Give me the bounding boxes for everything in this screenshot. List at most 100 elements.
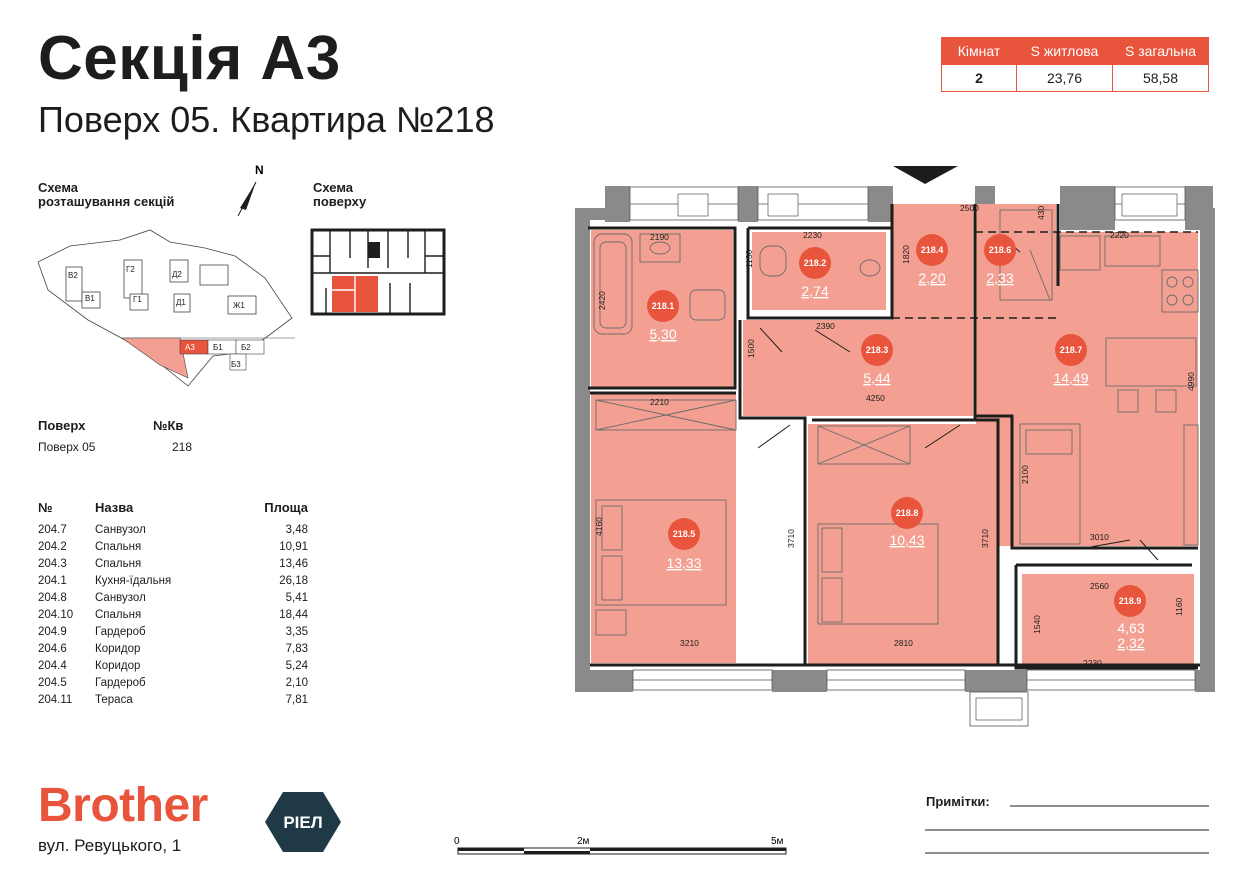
room-marker-218-7: 218.7 14,49 bbox=[1053, 334, 1089, 386]
floor-label: Поверх bbox=[38, 418, 86, 433]
svg-text:4160: 4160 bbox=[594, 517, 604, 536]
svg-text:1540: 1540 bbox=[1032, 615, 1042, 634]
svg-text:1130: 1130 bbox=[744, 249, 754, 268]
scheme-label: Б2 bbox=[241, 343, 251, 352]
apartment-number-label: №Кв bbox=[153, 418, 184, 433]
rooms-header-area: Площа bbox=[264, 500, 308, 515]
rooms-header-number: № bbox=[38, 500, 53, 515]
section-scheme-title: Схема розташування секцій bbox=[38, 181, 174, 209]
svg-text:2190: 2190 bbox=[650, 232, 669, 242]
room-marker-218-3: 218.3 5,44 bbox=[861, 334, 893, 386]
svg-text:4990: 4990 bbox=[1186, 372, 1196, 391]
scheme-label: В1 bbox=[85, 294, 95, 303]
floor-scheme-title-line2: поверху bbox=[313, 194, 367, 209]
svg-text:2,33: 2,33 bbox=[986, 270, 1013, 286]
apartment-floor-plan: 2190 2230 2500 430 2220 2420 1130 1820 2… bbox=[575, 166, 1215, 727]
room-marker-218-6: 218.6 2,33 bbox=[984, 234, 1016, 286]
summary-total-area-value: 58,58 bbox=[1112, 64, 1209, 92]
notes-label: Примітки: bbox=[926, 794, 990, 809]
scheme-label: Б3 bbox=[231, 360, 241, 369]
scale-label: 5м bbox=[771, 836, 784, 847]
riel-badge-logo: РІЕЛ bbox=[265, 792, 341, 852]
scheme-label: В2 bbox=[68, 271, 78, 280]
apartment-summary-table: Кімнат S житлова S загальна 2 23,76 58,5… bbox=[941, 37, 1209, 92]
north-arrow-icon: N bbox=[237, 163, 264, 217]
scheme-label: Г1 bbox=[133, 295, 142, 304]
scheme-label: Ж1 bbox=[233, 301, 245, 310]
svg-text:3010: 3010 bbox=[1090, 532, 1109, 542]
svg-text:218.7: 218.7 bbox=[1060, 345, 1083, 355]
svg-text:2100: 2100 bbox=[1020, 465, 1030, 484]
scale-label: 2м bbox=[577, 836, 590, 847]
section-scheme-title-line1: Схема bbox=[38, 180, 79, 195]
page-title: Секція А3 bbox=[38, 24, 341, 93]
section-scheme-map: N В2 Г2 Д2 В1 Г1 Д1 Ж1 А3 Б1 Б2 Б3 bbox=[37, 163, 295, 387]
svg-text:3210: 3210 bbox=[680, 638, 699, 648]
riel-badge-text: РІЕЛ bbox=[283, 813, 322, 832]
room-marker-218-1: 218.1 5,30 bbox=[647, 290, 679, 342]
svg-text:2500: 2500 bbox=[960, 203, 979, 213]
svg-text:3710: 3710 bbox=[786, 529, 796, 548]
svg-text:5,30: 5,30 bbox=[649, 326, 676, 342]
svg-text:218.6: 218.6 bbox=[989, 245, 1012, 255]
page-subtitle: Поверх 05. Квартира №218 bbox=[38, 99, 495, 140]
summary-header-living-area: S житлова bbox=[1016, 37, 1113, 65]
north-label: N bbox=[255, 163, 264, 177]
scale-bar: 0 2м 5м bbox=[454, 836, 787, 855]
room-marker-218-2: 218.2 2,74 bbox=[799, 247, 831, 299]
entrance-arrow-icon bbox=[893, 166, 958, 184]
svg-text:218.5: 218.5 bbox=[673, 529, 696, 539]
summary-header-rooms: Кімнат bbox=[941, 37, 1017, 65]
plan-room-fills bbox=[591, 204, 1198, 666]
apartment-number-value: 218 bbox=[172, 440, 193, 454]
svg-text:218.1: 218.1 bbox=[652, 301, 675, 311]
svg-text:2560: 2560 bbox=[1090, 581, 1109, 591]
scheme-label: Д1 bbox=[176, 298, 186, 307]
svg-text:2390: 2390 bbox=[816, 321, 835, 331]
svg-text:4,63: 4,63 bbox=[1117, 620, 1144, 636]
summary-living-area-value: 23,76 bbox=[1016, 64, 1113, 92]
brand-logo: Brother bbox=[38, 779, 208, 832]
svg-text:218.2: 218.2 bbox=[804, 258, 827, 268]
svg-text:2230: 2230 bbox=[1083, 658, 1102, 668]
section-scheme-title-line2: розташування секцій bbox=[38, 194, 175, 209]
notes-lines bbox=[925, 805, 1209, 854]
scheme-label: Г2 bbox=[126, 265, 135, 274]
scheme-label: Д2 bbox=[172, 270, 182, 279]
room-marker-218-4: 218.4 2,20 bbox=[916, 234, 948, 286]
svg-text:1500: 1500 bbox=[746, 339, 756, 358]
svg-text:2,74: 2,74 bbox=[801, 283, 828, 299]
room-marker-218-5: 218.5 13,33 bbox=[666, 518, 702, 571]
svg-text:10,43: 10,43 bbox=[889, 532, 924, 548]
svg-text:1820: 1820 bbox=[901, 245, 911, 264]
floor-value: Поверх 05 bbox=[38, 440, 96, 454]
plan-walls bbox=[575, 186, 1215, 692]
scheme-label-active: А3 bbox=[185, 343, 195, 352]
svg-text:2230: 2230 bbox=[803, 230, 822, 240]
svg-text:218.8: 218.8 bbox=[896, 508, 919, 518]
room-marker-218-8: 218.8 10,43 bbox=[889, 497, 925, 548]
summary-header-total-area: S загальна bbox=[1112, 37, 1209, 65]
floor-scheme-title-line1: Схема bbox=[313, 180, 354, 195]
svg-text:218.9: 218.9 bbox=[1119, 596, 1142, 606]
scale-label: 0 bbox=[454, 836, 460, 847]
floor-scheme-map bbox=[310, 228, 446, 316]
plan-furniture bbox=[593, 209, 1199, 636]
plan-dimensions: 2190 2230 2500 430 2220 2420 1130 1820 2… bbox=[594, 203, 1196, 668]
address: вул. Ревуцького, 1 bbox=[38, 836, 182, 855]
svg-text:2420: 2420 bbox=[597, 291, 607, 310]
svg-text:5,44: 5,44 bbox=[863, 370, 890, 386]
svg-text:2210: 2210 bbox=[650, 397, 669, 407]
svg-text:218.4: 218.4 bbox=[921, 245, 944, 255]
floor-scheme-title: Схема поверху bbox=[313, 181, 366, 209]
rooms-table-header: № Назва Площа bbox=[38, 500, 308, 515]
scheme-label: Б1 bbox=[213, 343, 223, 352]
svg-text:1160: 1160 bbox=[1174, 597, 1184, 616]
